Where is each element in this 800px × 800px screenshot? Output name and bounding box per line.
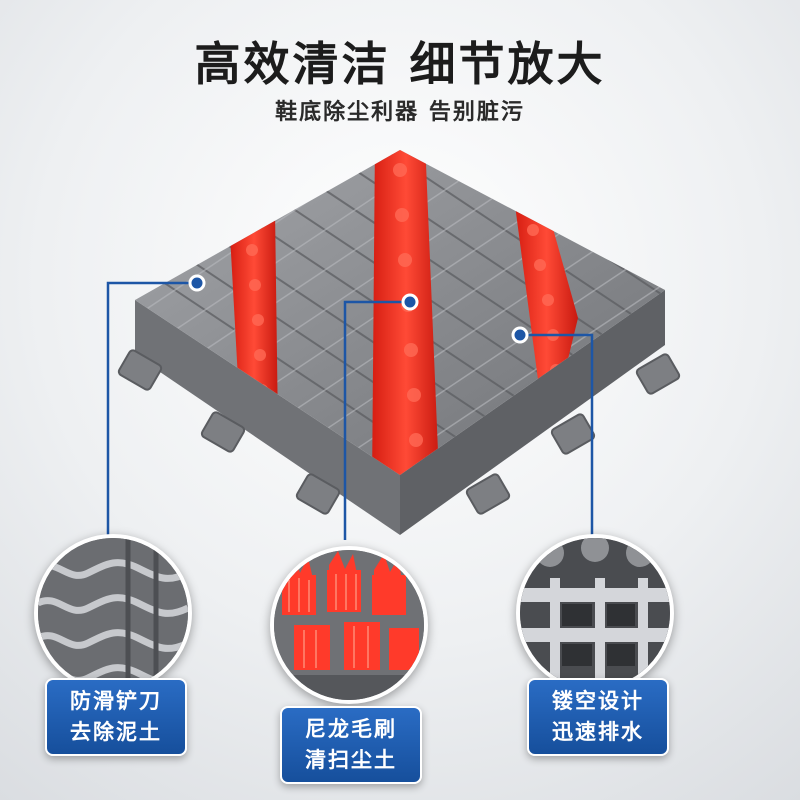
mat-side-right: [400, 290, 665, 535]
feature-label-line1: 防滑铲刀: [70, 689, 162, 713]
feature-label-line2: 清扫尘土: [305, 748, 397, 772]
feature-label-line1: 尼龙毛刷: [305, 717, 397, 741]
feature-label-drainage: 镂空设计 迅速排水: [527, 678, 669, 756]
feature-label-line1: 镂空设计: [552, 689, 644, 713]
feature-label-line2: 迅速排水: [552, 720, 644, 744]
callout-dot-icon: [511, 326, 529, 344]
feature-label-line2: 去除泥土: [70, 720, 162, 744]
page-title: 高效清洁 细节放大: [194, 37, 606, 91]
callout-lines: [106, 281, 594, 540]
feature-label-blades: 防滑铲刀 去除泥土: [45, 678, 187, 756]
callout-dot-icon: [401, 293, 419, 311]
mat-side-left: [135, 300, 400, 535]
detail-circle-blades: [34, 534, 192, 692]
page-subtitle: 鞋底除尘利器 告别脏污: [275, 100, 525, 125]
detail-circle-drainage: [516, 534, 674, 692]
callout-dot-icon: [188, 274, 206, 292]
bristle-strip-center: [372, 150, 440, 475]
interlock-tabs: [117, 349, 681, 515]
detail-circle-bristles: [270, 546, 428, 704]
feature-label-bristles: 尼龙毛刷 清扫尘土: [280, 706, 422, 784]
